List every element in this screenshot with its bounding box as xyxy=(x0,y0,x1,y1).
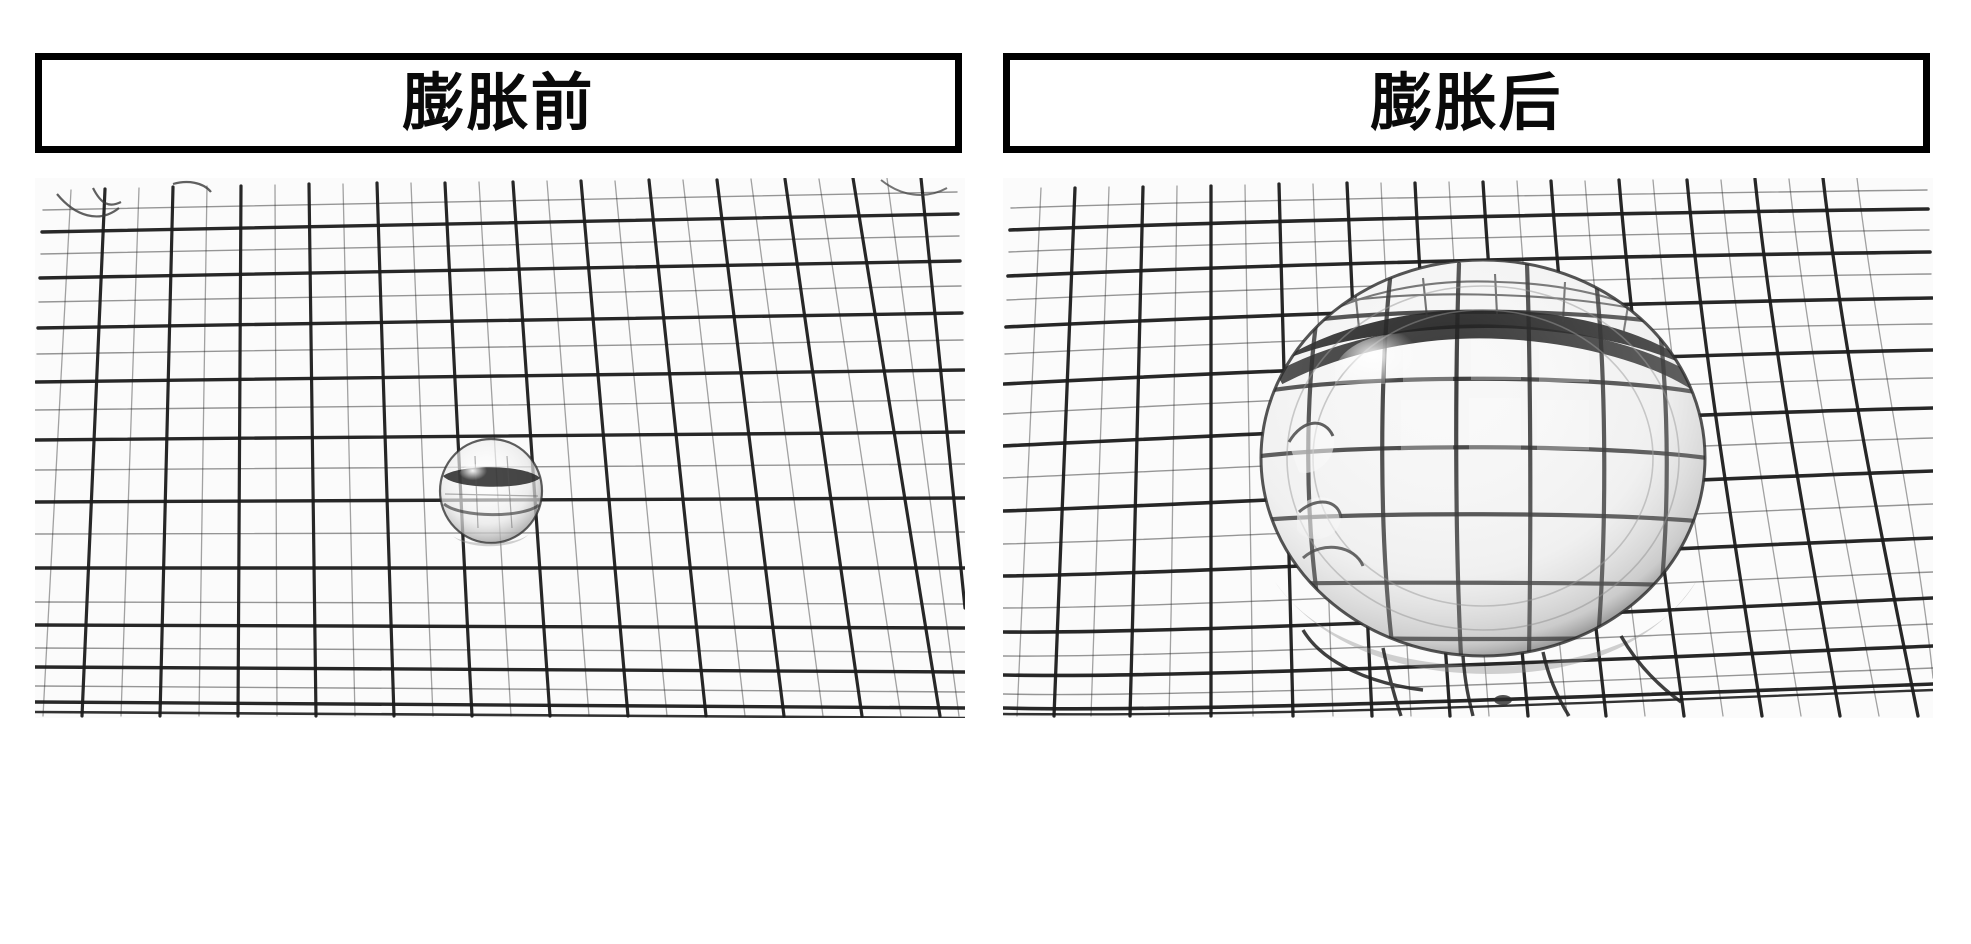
photo-after xyxy=(1003,178,1933,718)
grid-photo-after-svg xyxy=(1003,178,1933,718)
grid-photo-before-svg xyxy=(35,178,965,718)
title-box-after: 膨胀后 xyxy=(1003,53,1930,153)
title-box-before: 膨胀前 xyxy=(35,53,962,153)
panel-after: 膨胀后 xyxy=(1003,0,1938,944)
water-droplet-before xyxy=(438,437,544,547)
panel-title-before: 膨胀前 xyxy=(402,66,595,139)
swollen-bead-after xyxy=(1259,258,1707,717)
panel-title-after: 膨胀后 xyxy=(1370,66,1563,139)
photo-before xyxy=(35,178,965,718)
panel-before: 膨胀前 xyxy=(35,0,970,944)
